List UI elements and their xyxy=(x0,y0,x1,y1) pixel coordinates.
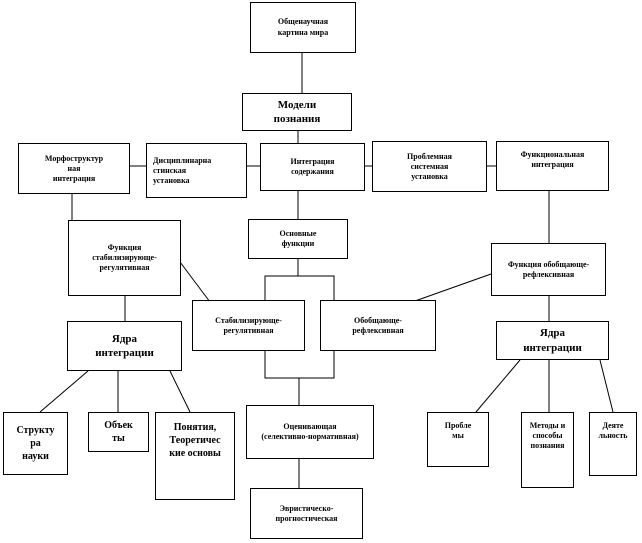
node-cores-left: Ядра интеграции xyxy=(67,321,182,371)
node-basic-functions: Основные функции xyxy=(248,219,348,259)
node-activity: Деяте льность xyxy=(589,412,637,476)
node-concepts: Понятия, Теоретичес кие основы xyxy=(155,412,235,500)
node-generalizing: Обобщающе- рефлексивная xyxy=(320,300,436,351)
node-heuristic: Эвристическо- прогностическая xyxy=(250,488,363,539)
node-models: Модели познания xyxy=(242,93,352,131)
connector-line xyxy=(169,370,191,413)
node-cores-right: Ядра интеграции xyxy=(496,321,609,360)
node-problem-system: Проблемная системная установка xyxy=(372,141,487,192)
node-integration-content: Интеграция содержания xyxy=(260,143,365,191)
node-disciplinary: Дисциплинарна стинская установка xyxy=(146,143,247,198)
node-methods: Методы и способы познания xyxy=(521,412,574,488)
connector-line xyxy=(599,359,614,413)
node-problems: Пробле мы xyxy=(427,412,489,467)
node-morphostructural: Морфоструктур ная интеграция xyxy=(18,143,130,194)
node-func-stabilizing: Функция стабилизирующе- регулятивная xyxy=(68,220,181,296)
node-structure: Структу ра науки xyxy=(3,412,68,475)
node-general-picture: Общенаучная картина мира xyxy=(250,2,356,53)
node-evaluative: Оценивающая (селективно-нормативная) xyxy=(246,405,374,459)
node-functional: Функциональная интеграция xyxy=(496,141,609,191)
node-objects: Объек ты xyxy=(88,412,149,452)
node-stabilizing: Стабилизирующе- регулятивная xyxy=(192,300,305,351)
connector-line xyxy=(414,273,492,302)
connector-line xyxy=(179,261,211,303)
connector-line xyxy=(475,359,521,413)
node-func-generalizing: Функция обобщающе- рефлексивная xyxy=(491,243,606,296)
connector-line xyxy=(39,370,89,413)
